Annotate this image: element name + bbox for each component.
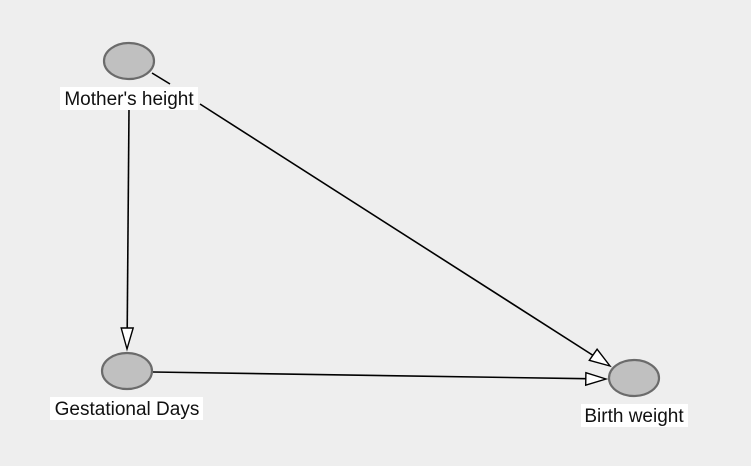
node-label: Birth weight: [584, 406, 684, 427]
node-circle: [100, 351, 154, 391]
edge-mothers-height-to-gestational-days[interactable]: [120, 108, 135, 352]
node-circle: [102, 41, 156, 81]
node-circle: [607, 358, 661, 398]
node-label-background: [60, 87, 198, 110]
node-label-background: [50, 397, 203, 420]
arrowhead-icon: [588, 348, 612, 368]
arrowhead-icon: [584, 371, 609, 387]
edge-gestational-days-to-birth-weight[interactable]: [152, 371, 609, 387]
node-label: Gestational Days: [55, 399, 200, 420]
edge-line: [152, 371, 587, 380]
node-label-background: [581, 404, 688, 427]
edge-line: [199, 103, 595, 357]
node-gestational-days[interactable]: Gestational Days: [50, 351, 203, 420]
edge-line: [126, 108, 130, 331]
edge-mothers-height-to-birth-weight[interactable]: [151, 72, 612, 368]
node-label: Mother's height: [64, 89, 194, 110]
node-mothers-height[interactable]: Mother's height: [60, 41, 198, 110]
edge-line: [151, 72, 171, 85]
node-birth-weight[interactable]: Birth weight: [581, 358, 688, 427]
arrowhead-icon: [120, 327, 135, 352]
